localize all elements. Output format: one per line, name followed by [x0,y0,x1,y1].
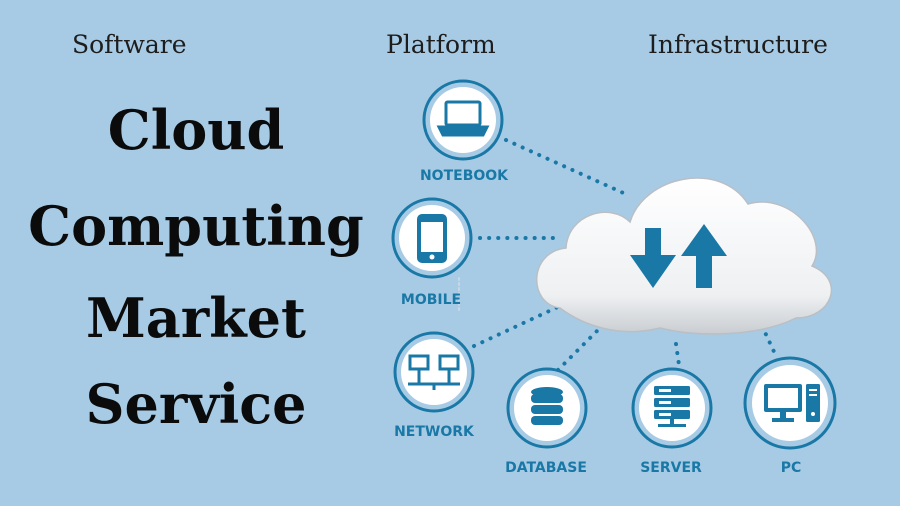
download-arrow-icon [630,228,676,288]
pc-node: PC [743,356,837,476]
server-icon [654,386,690,427]
upload-arrow-icon [681,224,727,288]
network-label: NETWORK [394,424,475,440]
pc-label: PC [781,460,802,476]
notebook-label: NOTEBOOK [420,168,509,184]
connector-database [556,326,602,372]
connector-pc [760,324,778,358]
mobile-label: MOBILE [401,292,461,308]
database-node: DATABASE [505,367,588,476]
laptop-icon [436,100,490,137]
title-line-1: Cloud [107,98,285,162]
desktop-pc-icon [764,384,820,422]
notebook-node: NOTEBOOK [420,79,509,184]
title-line-3: Market [86,286,306,350]
database-icon [531,387,563,425]
title-line-4: Service [85,372,307,436]
connector-notebook [504,138,632,198]
cloud-icon [536,177,833,335]
connectors [458,138,778,372]
title-line-2: Computing [28,194,364,258]
platform-label: Platform [386,30,496,59]
network-icon [408,354,460,390]
software-label: Software [72,30,187,59]
infrastructure-label: Infrastructure [648,30,828,59]
connector-server [674,342,681,367]
connector-network [472,304,562,348]
database-label: DATABASE [505,460,587,476]
network-node: NETWORK [393,331,475,440]
mobile-node: MOBILE [391,197,473,308]
smartphone-icon [417,214,447,263]
server-label: SERVER [640,460,702,476]
server-node: SERVER [631,367,713,476]
